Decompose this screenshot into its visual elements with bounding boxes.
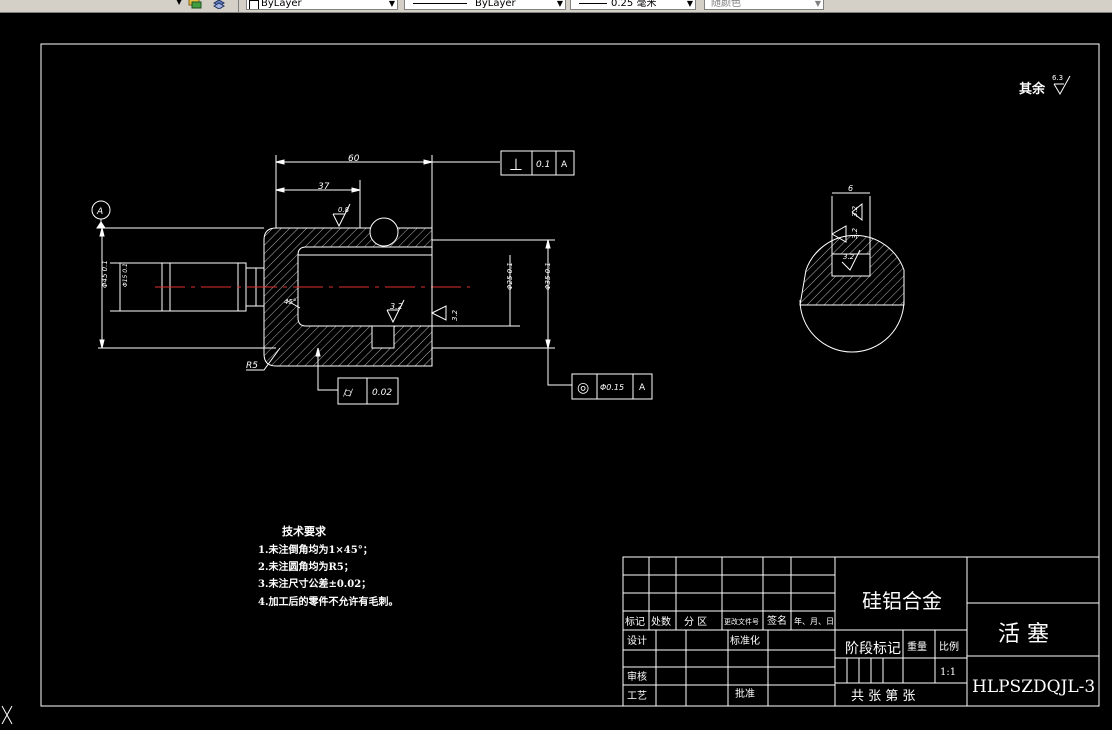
- dim-d25: Φ25 0.1: [506, 262, 514, 290]
- chevron-down-icon: ▼: [814, 0, 821, 8]
- perpendicularity-datum: A: [561, 160, 568, 170]
- piston-main-view: [91, 155, 572, 391]
- dim-37: 37: [318, 182, 330, 192]
- tb-role-standardize: 标准化: [730, 634, 760, 647]
- tolerance-frame-concentricity: [571, 373, 653, 400]
- roughness-note-value: 6.3: [1052, 74, 1063, 82]
- section-rough-3: 3.2: [843, 253, 855, 261]
- technical-requirements: 技术要求 1.未注倒角均为1×45°； 2.未注圆角均为R5； 3.未注尺寸公差…: [258, 524, 398, 608]
- perpendicularity-symbol: ⊥: [509, 155, 523, 174]
- dim-60: 60: [348, 154, 360, 164]
- tb-scale-label: 比例: [939, 640, 959, 653]
- datum-a-label: A: [96, 207, 103, 217]
- tb-role-process: 工艺: [627, 690, 647, 702]
- dim-d15: Φ15 0.1: [122, 263, 129, 287]
- tb-header-sign: 签名: [767, 614, 787, 627]
- section-rough-1: 3.2: [851, 205, 859, 217]
- tb-header-count: 处数: [651, 615, 671, 628]
- perpendicularity-value: 0.1: [536, 160, 550, 170]
- tb-weight: 重量: [907, 640, 927, 653]
- linetype-dropdown[interactable]: ByLayer ▼: [404, 0, 566, 10]
- dim-d35: Φ35 0.1: [544, 262, 552, 290]
- rough-32-bottom: 3.2: [390, 302, 403, 311]
- piston-slot: [371, 325, 395, 349]
- section-width-dim: 6: [848, 184, 853, 193]
- section-view: [799, 192, 905, 353]
- title-material: 硅铝合金: [862, 589, 942, 613]
- lineweight-dropdown-value: 0.25 毫米: [611, 0, 657, 9]
- dim-d45: Φ45 0.1: [101, 260, 109, 288]
- plotstyle-dropdown-value: 随颜色: [711, 0, 741, 9]
- tb-sheet-info: 共 张 第 张: [851, 689, 915, 704]
- tech-req-title: 技术要求: [282, 524, 327, 538]
- chevron-down-icon: ▼: [556, 0, 563, 8]
- tb-stage-mark: 阶段标记: [845, 641, 901, 657]
- tech-req-item: 1.未注倒角均为1×45°；: [258, 543, 373, 556]
- layer-states-icon[interactable]: [188, 0, 202, 9]
- dropdown-arrow-icon[interactable]: ▼: [176, 0, 183, 6]
- tech-req-item: 4.加工后的零件不允许有毛刺。: [258, 595, 398, 608]
- tb-header-doc: 更改文件号: [724, 617, 759, 626]
- tech-req-item: 3.未注尺寸公差±0.02；: [258, 577, 371, 590]
- section-rough-2: 3.2: [851, 227, 859, 239]
- piston-body-section: [263, 227, 433, 367]
- tolerance-frame-cylindricity: [337, 377, 399, 405]
- linetype-dropdown-value: ByLayer: [475, 0, 516, 9]
- linetype-sample: [413, 3, 467, 4]
- tb-scale-value: 1:1: [940, 667, 956, 678]
- roughness-note-label: 其余: [1019, 81, 1046, 97]
- tb-role-approve: 批准: [735, 687, 755, 700]
- tb-header-mark: 标记: [625, 616, 645, 628]
- layer-stack-icon[interactable]: [212, 0, 226, 9]
- rough-32-side: 3.2: [451, 309, 459, 321]
- lineweight-sample: [579, 3, 607, 4]
- tb-role-design: 设计: [627, 634, 647, 647]
- tb-header-zone: 分 区: [684, 616, 707, 628]
- color-swatch: [249, 0, 259, 9]
- rough-08: 0.8: [338, 206, 350, 214]
- pin-hole: [369, 217, 399, 247]
- cylindricity-value: 0.02: [372, 388, 392, 398]
- tolerance-frame-perpendicularity: [500, 150, 575, 176]
- tb-role-review: 审核: [627, 670, 647, 683]
- dim-45deg: 45°: [284, 298, 296, 306]
- title-drawing-number: HLPSZDQJL-3: [972, 677, 1095, 697]
- tb-header-date: 年、月、日: [794, 616, 834, 626]
- drawing-frame: [40, 43, 1100, 707]
- concentricity-symbol: ◎: [577, 380, 589, 396]
- properties-toolbar: ▼ ByLayer ▼ ByLayer ▼ 0.25 毫米 ▼ 随颜色 ▼: [0, 0, 1112, 13]
- plotstyle-dropdown: 随颜色 ▼: [704, 0, 824, 10]
- title-block: [622, 556, 1100, 707]
- chevron-down-icon: ▼: [388, 0, 395, 8]
- color-dropdown-value: ByLayer: [261, 0, 302, 9]
- chevron-down-icon: ▼: [686, 0, 693, 8]
- tech-req-item: 2.未注圆角均为R5；: [258, 560, 354, 573]
- lineweight-dropdown[interactable]: 0.25 毫米 ▼: [570, 0, 696, 10]
- roughness-note: 其余 6.3: [1019, 74, 1071, 97]
- color-dropdown[interactable]: ByLayer ▼: [246, 0, 398, 10]
- ucs-icon: [1, 705, 13, 725]
- concentricity-datum: A: [639, 383, 646, 393]
- dim-r5: R5: [246, 361, 258, 371]
- concentricity-value: Φ0.15: [600, 383, 624, 392]
- cylindricity-symbol: ⌭: [343, 385, 353, 401]
- title-part-name: 活 塞: [998, 622, 1049, 647]
